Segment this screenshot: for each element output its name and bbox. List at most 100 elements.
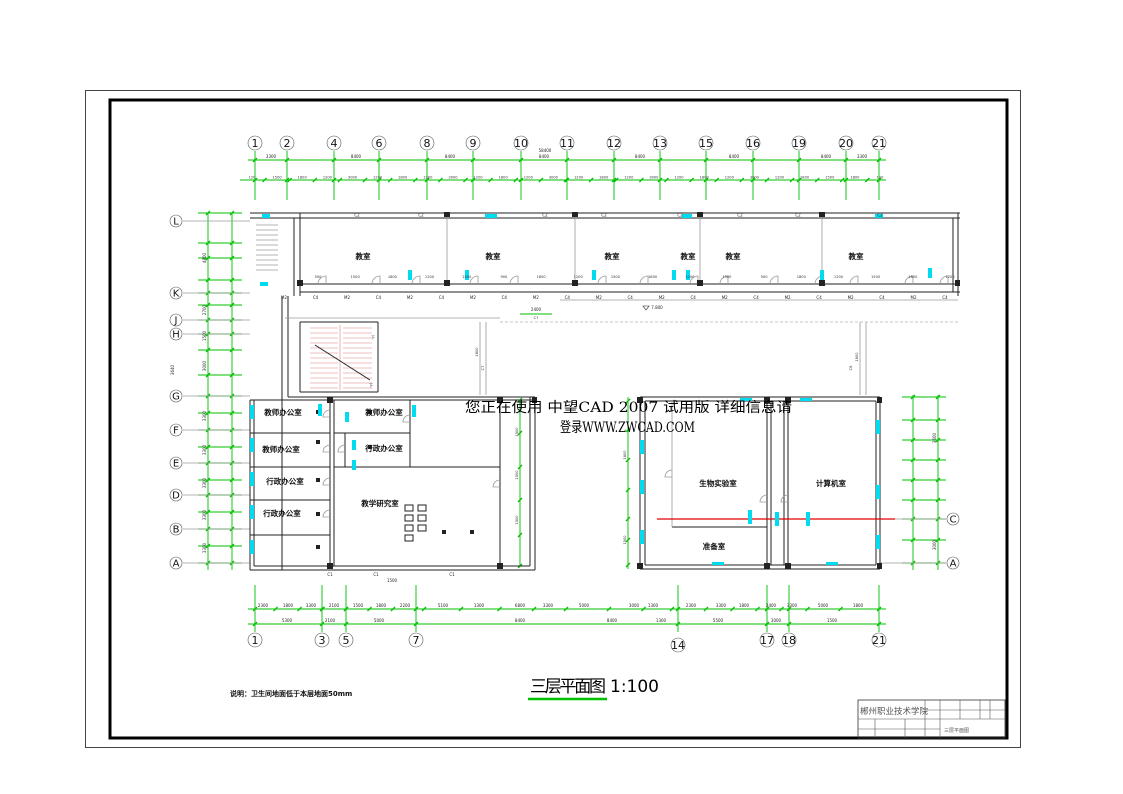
dimension-tick <box>287 177 293 183</box>
dimension-tick <box>876 606 882 612</box>
axis-bubble <box>326 135 342 151</box>
dimension-text: 1200 <box>474 176 484 180</box>
dimension-text: 1200 <box>574 176 584 180</box>
dimension-text: 3000 <box>649 176 659 180</box>
toilet-fixture <box>404 524 414 532</box>
axis-label-top: 10 <box>514 137 528 150</box>
elevation-marker <box>642 305 650 311</box>
toilet-fixture <box>417 524 427 532</box>
dimension-tick <box>517 430 523 436</box>
window-tag: C6 <box>849 365 853 371</box>
axis-bubble <box>169 556 183 570</box>
door-tag: M2 <box>407 295 413 300</box>
window <box>740 398 752 401</box>
room-label: 教学研究室 <box>360 498 399 508</box>
dimension-tick <box>755 606 760 612</box>
dimension-tick <box>910 437 916 443</box>
dimension-text: 1200 <box>945 275 955 279</box>
dimension-text: 8400 <box>515 618 526 623</box>
dimension-text: 1800 <box>850 176 860 180</box>
door-swing <box>939 275 949 285</box>
axis-label-top: 4 <box>331 137 338 150</box>
window <box>640 480 644 494</box>
axis-bubble <box>871 632 887 648</box>
dimension-tick <box>910 417 916 423</box>
axis-label-left: E <box>173 459 179 470</box>
window <box>345 412 349 422</box>
door-swing <box>769 275 779 285</box>
window-layer <box>250 214 932 565</box>
dimension-tick <box>689 177 695 183</box>
door-swing <box>322 444 331 453</box>
toilet-fixture <box>404 514 414 522</box>
dimension-text: 3000 <box>202 360 207 371</box>
window <box>928 268 932 278</box>
window <box>775 512 779 526</box>
dimension-tick <box>625 562 631 568</box>
dimension-text: 3300 <box>787 603 798 608</box>
axis-bubble <box>247 632 263 648</box>
window <box>875 214 883 218</box>
dimension-text: 120 <box>249 176 257 180</box>
dimension-text: 2300 <box>258 603 269 608</box>
dimension-tick <box>517 464 523 470</box>
window <box>408 270 412 280</box>
room-label-classroom: 教室 <box>725 251 741 261</box>
door-tag: M2 <box>344 295 350 300</box>
axis-bubble <box>670 637 686 653</box>
dimension-text: 1800 <box>739 603 750 608</box>
outer-frame <box>85 90 1021 748</box>
dimension-tick <box>518 177 524 183</box>
dimension-tick <box>229 347 235 353</box>
structural-column <box>697 212 703 217</box>
title-block: 郴州职业技术学院 三层平面图 <box>857 699 1006 739</box>
dimension-text: 1500 <box>202 330 207 341</box>
dimension-tick <box>229 255 235 261</box>
door-swing <box>322 509 331 518</box>
structural-column <box>444 280 450 286</box>
dimension-tick <box>320 606 325 612</box>
dimension-text: 58400 <box>539 148 552 153</box>
dimension-tick <box>876 621 882 627</box>
window <box>876 420 880 434</box>
dimension-text: 1500 <box>623 535 627 545</box>
dimension-tick <box>229 543 235 549</box>
axis-label-left: J <box>174 316 178 327</box>
dimension-tick <box>343 606 349 612</box>
structural-column <box>297 280 303 286</box>
toilet-fixture <box>404 534 414 542</box>
dimension-text: 1500 <box>387 578 398 583</box>
inner-frame <box>108 98 1009 740</box>
window <box>820 270 824 280</box>
axis-bubble <box>408 632 424 648</box>
window <box>826 562 838 565</box>
dimension-tick <box>297 606 302 612</box>
axis-label-left: K <box>173 289 180 300</box>
axis-bubble <box>791 135 807 151</box>
dimension-text: 1500 <box>353 603 364 608</box>
axis-bubble <box>169 389 183 403</box>
axis-label-bottom: 3 <box>319 634 326 647</box>
door-tag: C4 <box>565 295 571 300</box>
dimension-tick <box>205 277 211 283</box>
window <box>748 510 752 524</box>
door-swing <box>689 275 699 285</box>
axis-label-bottom: 18 <box>782 634 796 647</box>
axis-bubble <box>247 135 263 151</box>
door-swing <box>904 275 914 285</box>
dimension-text: 1500 <box>351 275 361 279</box>
room-label: 教师办公室 <box>263 407 302 417</box>
dimension-text: 1500 <box>515 427 519 437</box>
room-label: 准备室 <box>703 541 726 551</box>
axis-label-left: D <box>172 491 180 502</box>
dimension-tick <box>764 606 770 612</box>
window-tag: C2 <box>877 213 883 218</box>
dimension-tick <box>470 177 476 183</box>
window-tag: C2 <box>737 213 743 218</box>
dimension-tick <box>730 606 735 612</box>
dimension-tick <box>343 621 349 627</box>
window-tag: C2 <box>601 213 607 218</box>
drawing-title: 三层平面图 <box>530 677 606 697</box>
structural-column <box>572 212 578 217</box>
axis-bubble <box>838 135 854 151</box>
